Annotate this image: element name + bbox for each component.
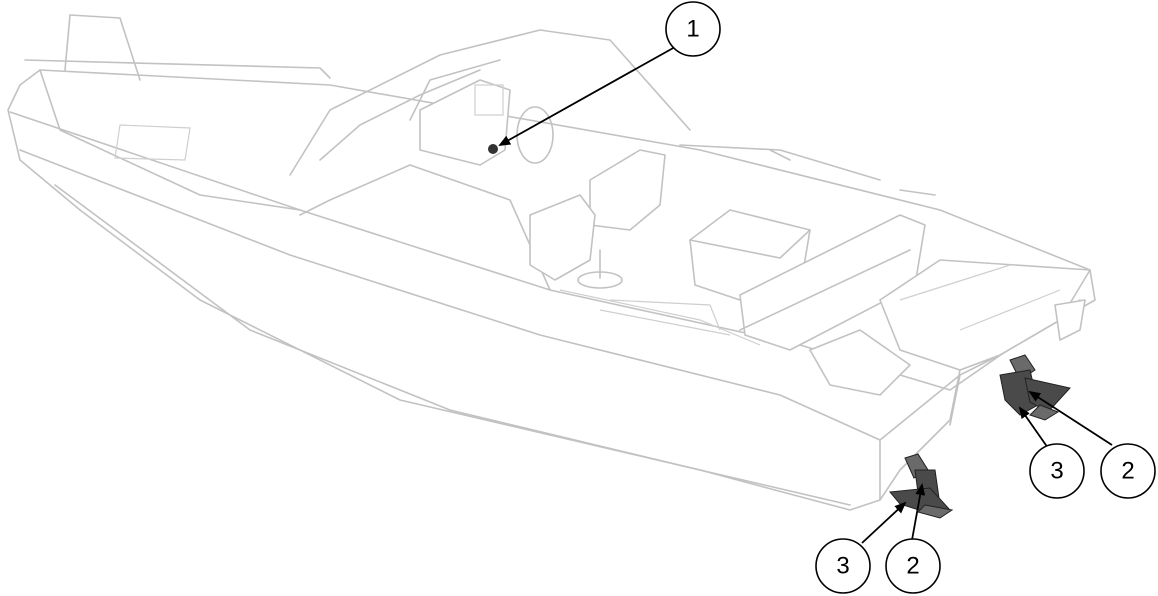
callout-3-left: 3 <box>815 538 871 594</box>
leader-3-left <box>861 501 907 544</box>
leader-1 <box>498 46 676 146</box>
leader-2-right <box>1028 390 1113 446</box>
callout-2-left: 2 <box>885 538 941 594</box>
callout-2-right-label: 2 <box>1121 458 1134 485</box>
callout-2-right: 2 <box>1100 443 1156 499</box>
control-panel-marker <box>488 144 498 154</box>
callout-1-label: 1 <box>686 16 699 43</box>
boat-illustration <box>7 14 1096 511</box>
trim-tab-right <box>999 354 1071 421</box>
leader-2-left <box>911 483 926 541</box>
callout-1: 1 <box>665 1 721 57</box>
leader-3-right <box>1018 406 1049 449</box>
leader-lines <box>498 46 1113 544</box>
callout-3-right-label: 3 <box>1050 458 1063 485</box>
callout-3-left-label: 3 <box>836 553 849 580</box>
callout-3-right: 3 <box>1029 443 1085 499</box>
callout-2-left-label: 2 <box>906 553 919 580</box>
